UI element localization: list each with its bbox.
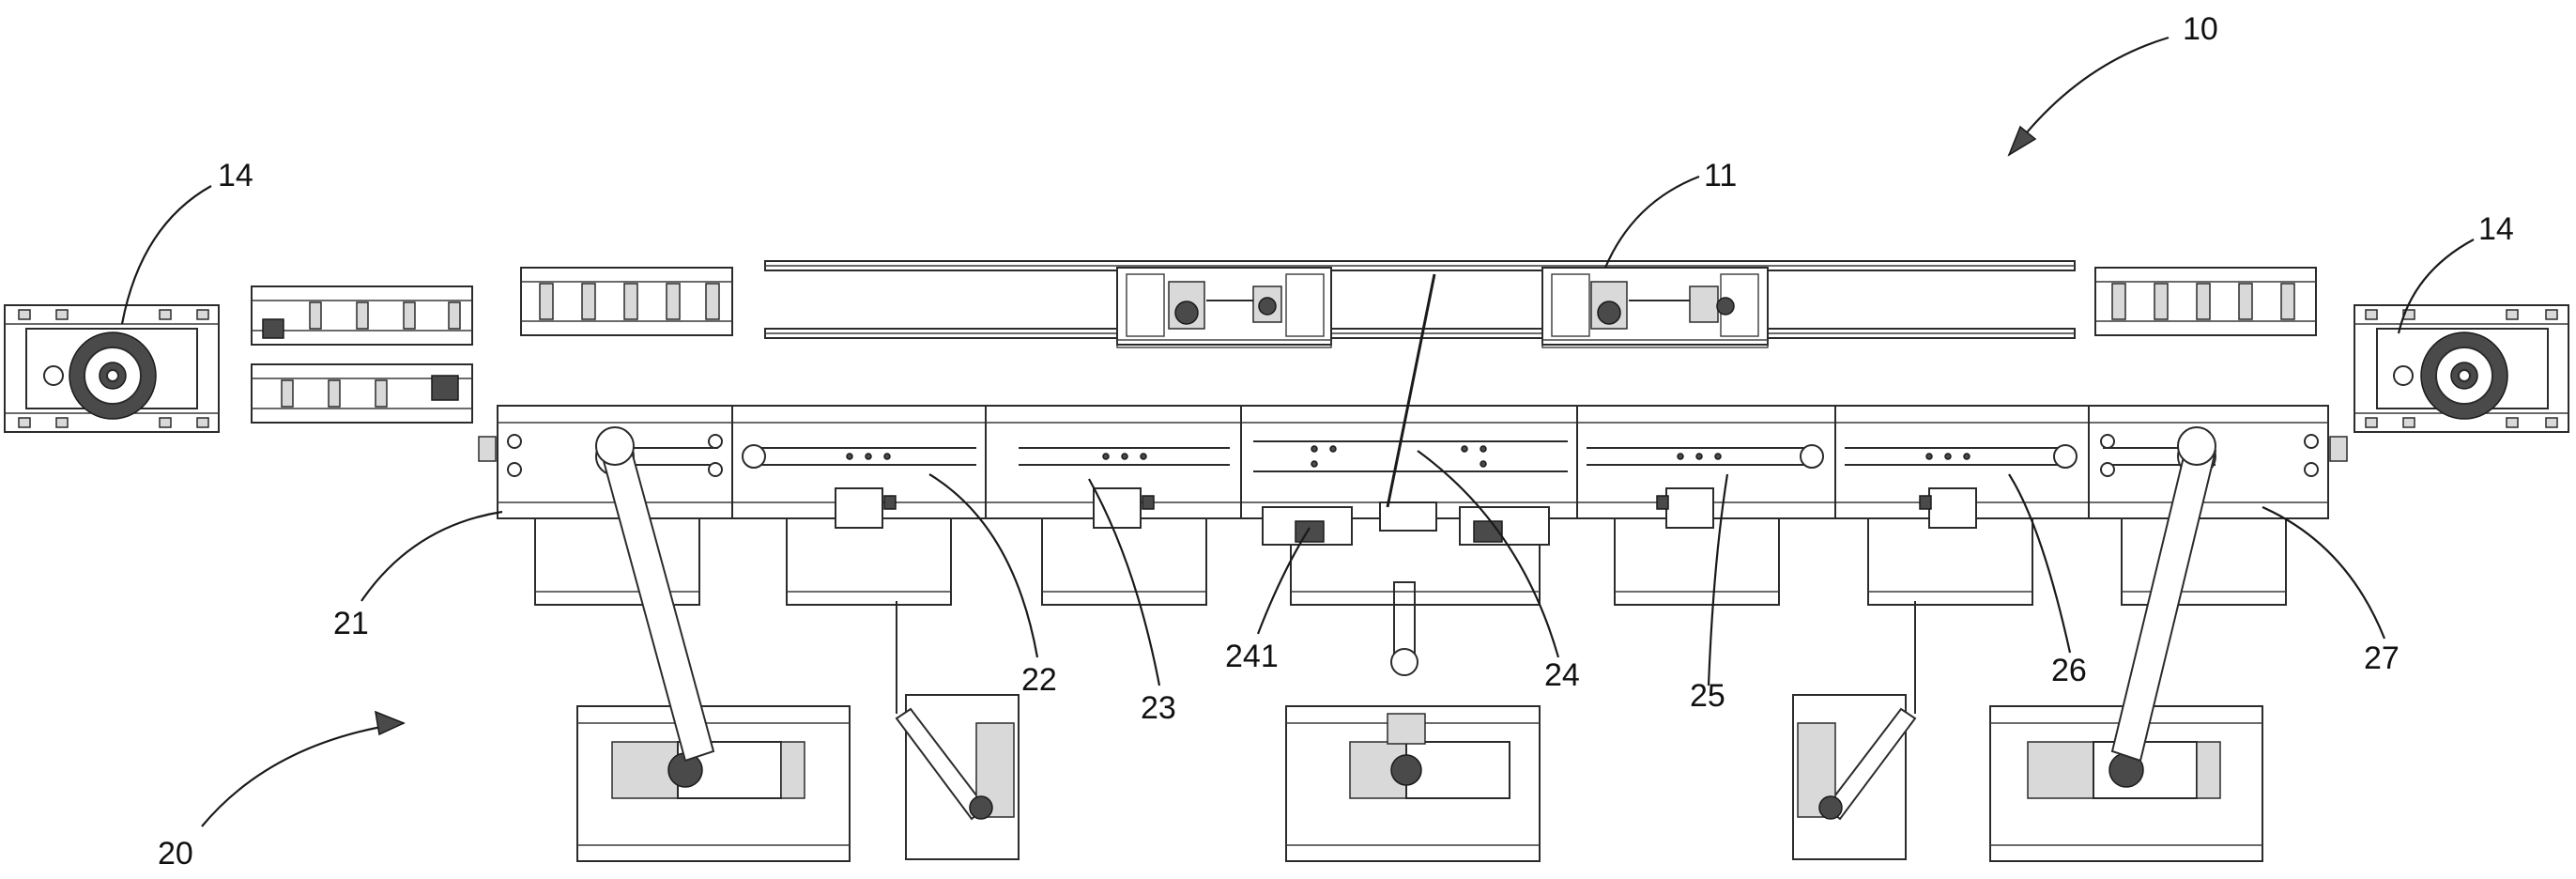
leader-lines — [122, 38, 2474, 826]
label-26: 26 — [2051, 653, 2087, 688]
end-unit-right — [2354, 305, 2568, 432]
rack-module-left-top — [521, 268, 732, 335]
label-24: 24 — [1544, 657, 1580, 693]
label-14-right: 14 — [2478, 211, 2514, 247]
label-22: 22 — [1021, 662, 1057, 698]
end-unit-left — [5, 305, 219, 432]
label-20: 20 — [158, 836, 193, 871]
rack-module-far-left-bottom — [252, 364, 472, 423]
drive-unit-22 — [897, 601, 1019, 859]
label-11: 11 — [1704, 158, 1737, 193]
rack-module-right-top — [2095, 268, 2316, 335]
label-14-left: 14 — [218, 158, 253, 193]
label-25: 25 — [1690, 678, 1725, 714]
label-241: 241 — [1225, 639, 1279, 674]
rack-module-far-left-top — [252, 286, 472, 345]
drive-unit-left — [577, 427, 850, 861]
label-23: 23 — [1141, 690, 1176, 726]
label-10: 10 — [2183, 11, 2218, 47]
label-27: 27 — [2364, 640, 2400, 676]
label-21: 21 — [333, 606, 369, 641]
drive-unit-center — [1286, 706, 1540, 861]
drive-unit-26 — [1793, 601, 1915, 859]
support-frames — [535, 274, 2286, 675]
top-rail-assembly — [765, 261, 2075, 347]
drive-unit-right — [1990, 427, 2262, 861]
